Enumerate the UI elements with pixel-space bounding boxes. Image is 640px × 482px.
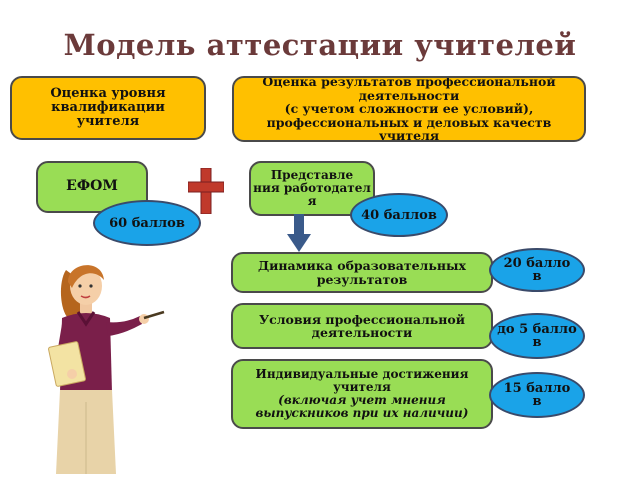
item-achievements-points: 15 балло в: [503, 381, 571, 409]
results-box: Оценка результатов профессиональной деят…: [232, 76, 586, 142]
item-achievements-points-oval: 15 балло в: [489, 372, 585, 418]
efom-box: ЕФОМ: [36, 161, 148, 213]
qualification-label: Оценка уровня квалификации учителя: [50, 85, 166, 130]
employer-points: 40 баллов: [361, 207, 437, 223]
item-achievements-note: (включая учет мнения выпускников при их …: [255, 393, 469, 420]
plus-icon: [188, 168, 224, 214]
item-dynamics-points-oval: 20 балло в: [489, 248, 585, 292]
arrow-down-icon: [287, 214, 311, 252]
item-conditions-points-oval: до 5 балло в: [489, 313, 585, 359]
efom-points: 60 баллов: [109, 215, 185, 231]
teacher-illustration: [48, 265, 165, 474]
item-conditions-points: до 5 балло в: [497, 322, 577, 350]
item-achievements-label: Индивидуальные достижения учителя: [255, 367, 469, 395]
efom-points-oval: 60 баллов: [93, 200, 201, 246]
page-title: Модель аттестации учителей: [63, 28, 577, 62]
results-label: Оценка результатов профессиональной деят…: [262, 76, 556, 142]
item-dynamics-label: Динамика образовательных результатов: [258, 258, 466, 287]
item-dynamics-points: 20 балло в: [503, 256, 571, 284]
item-dynamics-box: Динамика образовательных результатов: [231, 252, 493, 293]
item-conditions-label: Условия профессиональной деятельности: [258, 311, 466, 340]
item-achievements-box: Индивидуальные достижения учителя (включ…: [231, 359, 493, 429]
employer-points-oval: 40 баллов: [350, 193, 448, 237]
employer-label: Представле ния работодател я: [253, 168, 371, 208]
item-conditions-box: Условия профессиональной деятельности: [231, 303, 493, 349]
qualification-box: Оценка уровня квалификации учителя: [10, 76, 206, 140]
efom-label: ЕФОМ: [66, 178, 118, 195]
